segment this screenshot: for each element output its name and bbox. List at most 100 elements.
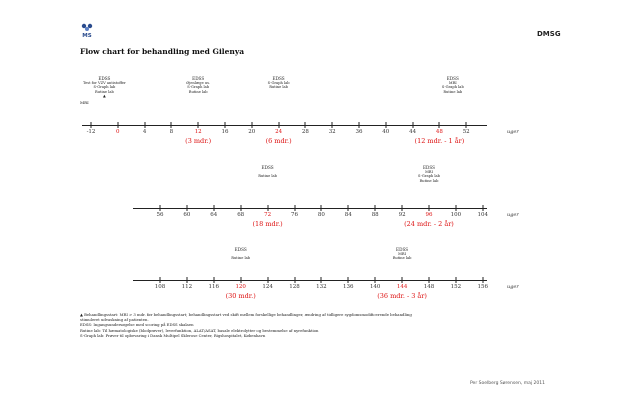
timeline-tick <box>374 277 376 283</box>
milestone-label: (24 mdr. - 2 år) <box>404 220 454 228</box>
timeline-tick <box>358 122 360 128</box>
timeline-tick <box>320 277 322 283</box>
tick-label: 148 <box>423 284 435 290</box>
timeline-tick <box>240 277 242 283</box>
timeline-tick <box>455 205 457 211</box>
timeline-tick <box>412 122 414 128</box>
annotation-line: S-Graph lab <box>441 85 464 90</box>
timeline-tick <box>438 122 440 128</box>
footnote: EDSS: Ingangsundersøgelse med scoring på… <box>80 322 194 328</box>
timeline-tick <box>267 205 269 211</box>
page-title: Flow chart for behandling med Gilenya <box>80 47 245 56</box>
milestone-label: (6 mdr.) <box>265 137 292 145</box>
tick-label: 76 <box>291 212 298 218</box>
tick-label: 128 <box>289 284 300 290</box>
author-footer: Per Soelberg Sørensen, maj 2011 <box>470 381 545 386</box>
tick-label: 112 <box>181 284 193 290</box>
tick-label: 124 <box>262 284 273 290</box>
annotation-line: S-Graph lab <box>418 174 440 179</box>
tick-label: 116 <box>208 284 220 290</box>
tick-label: 140 <box>369 284 381 290</box>
tick-label: 28 <box>301 129 309 135</box>
tick-label: 52 <box>462 129 470 135</box>
mri-label: MRI <box>80 100 89 105</box>
timeline-tick <box>331 122 333 128</box>
timeline-tick <box>294 277 295 283</box>
annotation-line: MRI <box>425 170 433 175</box>
tick-label: 4 <box>142 129 147 135</box>
timeline-axis <box>133 208 487 209</box>
timeline-tick <box>267 277 269 283</box>
timeline-tick <box>455 277 457 283</box>
annotation-line: Rutine lab <box>269 85 288 90</box>
tick-label: 92 <box>398 212 406 218</box>
tick-label: 68 <box>237 212 245 218</box>
logo-text: MS <box>82 33 91 38</box>
milestone-label: (36 mdr. - 3 år) <box>377 292 427 300</box>
milestone-label: (18 mdr.) <box>252 220 283 228</box>
timeline-tick <box>482 277 484 283</box>
unit-label: uger <box>507 284 519 290</box>
timeline-tick <box>374 205 376 211</box>
timeline-tick <box>186 205 188 211</box>
annotation-line: EDSS <box>396 247 409 252</box>
annotation-line: MRI <box>448 81 457 86</box>
tick-label: 60 <box>183 212 191 218</box>
timeline-tick <box>117 122 119 128</box>
annotation-line: Rutine lab <box>443 89 463 94</box>
tick-label: -12 <box>86 129 96 135</box>
timeline-tick <box>347 277 349 283</box>
timeline-tick <box>401 205 403 211</box>
timeline-tick <box>385 122 387 128</box>
timeline-tick <box>251 122 253 128</box>
tick-label: 40 <box>382 129 390 135</box>
timeline-tick <box>224 122 226 128</box>
tick-label: 64 <box>210 212 218 218</box>
timeline-tick <box>294 205 295 211</box>
timeline-tick <box>304 122 306 128</box>
tick-label: 88 <box>371 212 379 218</box>
annotation-line: Rutine lab <box>258 174 277 179</box>
timeline-tick <box>240 205 242 211</box>
tick-label: 156 <box>477 284 489 290</box>
timeline-tick <box>465 122 467 128</box>
timeline-tick <box>213 277 215 283</box>
annotation-line: Øjenlæge us. <box>186 81 211 86</box>
timeline-tick <box>186 277 188 283</box>
annotation-line: Rutine lab <box>419 178 439 183</box>
timeline-tick <box>197 122 199 128</box>
tick-label: 36 <box>355 129 363 135</box>
annotation-line: Rutine lab <box>392 256 412 261</box>
annotation-line: MRI <box>398 252 406 257</box>
tick-label: 24 <box>275 129 283 135</box>
annotation-line: Rutine lab <box>231 256 251 261</box>
org-label: DMSG <box>537 30 561 38</box>
tick-label: 20 <box>248 129 256 135</box>
milestone-label: (12 mdr. - 1 år) <box>414 137 465 145</box>
tick-label: 96 <box>425 212 433 218</box>
visit-annotation: EDSS Rutine lab <box>231 247 251 261</box>
tick-label: 8 <box>169 129 174 135</box>
timeline-tick <box>144 122 146 128</box>
annotation-line: Rutine lab <box>94 89 114 94</box>
annotation-line: EDSS <box>98 76 111 81</box>
unit-label: uger <box>507 129 519 135</box>
tick-label: 80 <box>317 212 325 218</box>
annotation-line: EDSS <box>261 165 274 170</box>
footnote: stimuleret udvaskning af patienten. <box>80 317 149 323</box>
annotation-line: S-Graph lab <box>93 85 116 90</box>
milestone-label: (3 mdr.) <box>185 137 212 145</box>
tick-label: 136 <box>343 284 354 290</box>
milestone-label: (30 mdr.) <box>225 292 256 300</box>
tick-label: 48 <box>435 129 443 135</box>
tick-label: 144 <box>396 284 408 290</box>
timeline-tick <box>159 277 161 283</box>
tick-label: 108 <box>154 284 166 290</box>
tick-label: 120 <box>235 284 246 290</box>
tick-label: 16 <box>221 129 229 135</box>
dmsg-logo: MS <box>81 23 93 38</box>
